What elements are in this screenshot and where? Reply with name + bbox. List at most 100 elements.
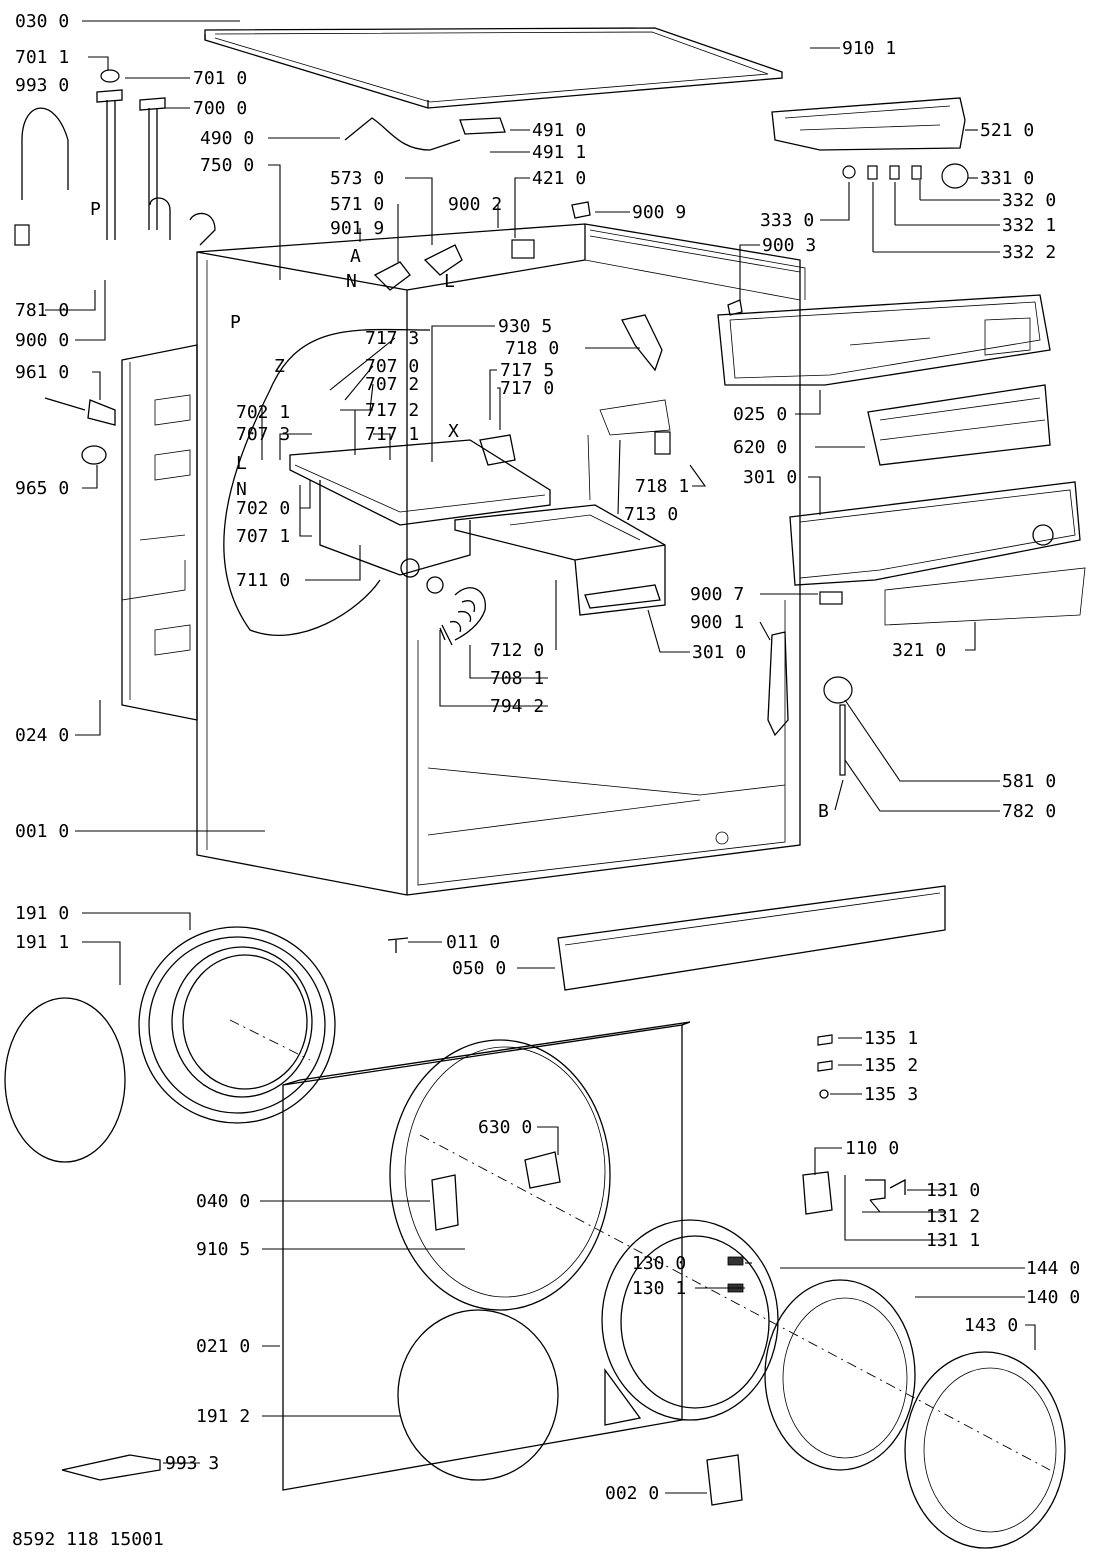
label-491-0: 491 0 [532,120,586,141]
letter-x: X [448,421,459,442]
label-717-3: 717 3 [365,328,419,349]
top-cover [204,27,783,109]
label-573-0: 573 0 [330,168,384,189]
kick-plate [557,885,946,991]
label-707-0: 707 0 [365,356,419,377]
label-002-0: 002 0 [605,1483,659,1504]
label-130-0: 130 0 [632,1253,686,1274]
label-135-3: 135 3 [864,1084,918,1105]
label-491-1: 491 1 [532,142,586,163]
label-030-0: 030 0 [15,11,69,32]
label-900-9: 900 9 [632,202,686,223]
overlay-321 [884,567,1086,626]
label-131-1: 131 1 [926,1230,980,1251]
label-794-2: 794 2 [490,696,544,717]
label-421-0: 421 0 [532,168,586,189]
label-718-0: 718 0 [505,338,559,359]
label-130-1: 130 1 [632,1278,686,1299]
part-labels: 030 0 701 1 993 0 701 0 700 0 490 0 750 … [15,11,1080,1504]
label-900-1: 900 1 [690,612,744,633]
label-143-0: 143 0 [964,1315,1018,1336]
clamp-ring-191-2 [397,1309,559,1481]
label-713-0: 713 0 [624,504,678,525]
label-700-0: 700 0 [193,98,247,119]
label-930-5: 930 5 [498,316,552,337]
letter-markers: P A N L P Z X L N B [90,199,829,822]
label-011-0: 011 0 [446,932,500,953]
letter-z: Z [274,356,285,377]
label-135-2: 135 2 [864,1055,918,1076]
letter-l-1: L [444,271,455,292]
label-620-0: 620 0 [733,437,787,458]
label-782-0: 782 0 [1002,801,1056,822]
label-024-0: 024 0 [15,725,69,746]
internal-hose-outline [223,328,431,636]
label-961-0: 961 0 [15,362,69,383]
letter-n-2: N [236,479,247,500]
label-965-0: 965 0 [15,478,69,499]
clamp-ring-191-1 [4,997,126,1163]
label-901-9: 901 9 [330,218,384,239]
label-333-0: 333 0 [760,210,814,231]
label-191-2: 191 2 [196,1406,250,1427]
label-718-1: 718 1 [635,476,689,497]
label-900-0: 900 0 [15,330,69,351]
label-910-5: 910 5 [196,1239,250,1260]
control-panel-025 [717,294,1051,386]
document-number: 8592 118 15001 [12,1529,164,1550]
label-050-0: 050 0 [452,958,506,979]
label-571-0: 571 0 [330,194,384,215]
label-708-1: 708 1 [490,668,544,689]
letter-b: B [818,801,829,822]
label-910-1-top: 910 1 [842,38,896,59]
label-707-1: 707 1 [236,526,290,547]
label-021-0: 021 0 [196,1336,250,1357]
label-140-0: 140 0 [1026,1287,1080,1308]
small-parts [14,69,969,1506]
label-332-2: 332 2 [1002,242,1056,263]
label-301-0-top: 301 0 [743,467,797,488]
label-993-0: 993 0 [15,75,69,96]
label-717-1: 717 1 [365,424,419,445]
axis-line-seal [229,1019,311,1061]
label-131-2: 131 2 [926,1206,980,1227]
door-seal [138,926,336,1124]
letter-l-2: L [236,453,247,474]
label-331-0: 331 0 [980,168,1034,189]
label-630-0: 630 0 [478,1117,532,1138]
control-panel-301 [789,481,1081,586]
label-781-0: 781 0 [15,300,69,321]
label-702-1: 702 1 [236,402,290,423]
label-581-0: 581 0 [1002,771,1056,792]
label-750-0: 750 0 [200,155,254,176]
label-490-0: 490 0 [200,128,254,149]
label-707-3: 707 3 [236,424,290,445]
label-110-0: 110 0 [845,1138,899,1159]
axis-line-door [419,1134,1051,1471]
label-717-2: 717 2 [365,400,419,421]
label-702-0: 702 0 [236,498,290,519]
bellows-hose [439,587,486,646]
label-707-2: 707 2 [365,374,419,395]
label-900-3: 900 3 [762,235,816,256]
label-521-0: 521 0 [980,120,1034,141]
cabinet [196,223,806,896]
label-717-0: 717 0 [500,378,554,399]
label-900-2: 900 2 [448,194,502,215]
label-001-0: 001 0 [15,821,69,842]
detergent-dispenser [289,439,666,616]
label-301-0-mid: 301 0 [692,642,746,663]
label-712-0: 712 0 [490,640,544,661]
label-900-7: 900 7 [690,584,744,605]
label-040-0: 040 0 [196,1191,250,1212]
letter-p-2: P [230,312,241,333]
dispenser-bracket-521 [771,97,966,151]
label-711-0: 711 0 [236,570,290,591]
label-191-1: 191 1 [15,932,69,953]
label-701-0: 701 0 [193,68,247,89]
label-701-1: 701 1 [15,47,69,68]
label-717-5: 717 5 [500,360,554,381]
letter-n-1: N [346,271,357,292]
label-144-0: 144 0 [1026,1258,1080,1279]
label-332-1: 332 1 [1002,215,1056,236]
